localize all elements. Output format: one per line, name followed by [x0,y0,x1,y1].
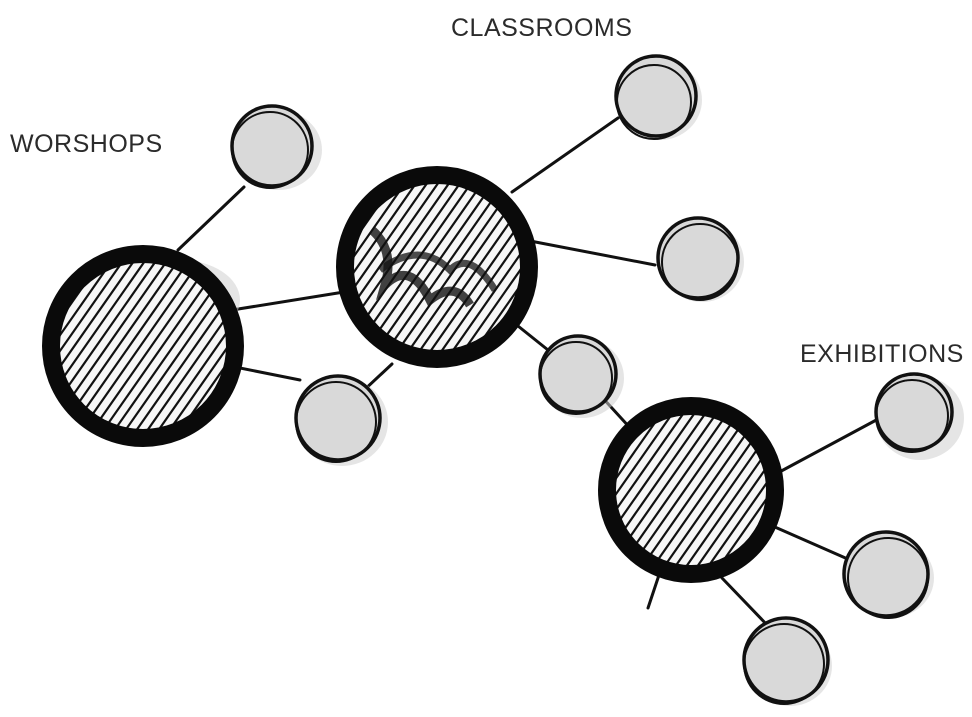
link-exhibitions-to-right-node [768,524,850,560]
link-exhibitions-to-top-node [772,418,880,476]
link-workshops-to-top-node [178,187,244,250]
hatch-line [450,406,568,574]
link-exhibitions-to-bottom-node [722,578,770,628]
hatch-line [494,406,612,574]
hatch-line [0,254,29,438]
satellite-nodes [232,56,964,706]
link-classrooms-to-top-node [512,118,618,192]
hatch-line [472,406,590,574]
link-classrooms-to-right-node [525,240,655,265]
connector-lines [178,118,880,628]
label-workshops: WORSHOPS [10,130,163,158]
link-workshops-to-classrooms [232,292,344,310]
node-exhibitions-bottom [744,618,832,706]
node-middle [540,336,624,418]
node-exhibitions-right [844,532,934,618]
label-classrooms: CLASSROOMS [451,14,632,42]
node-exhibitions-top [876,374,964,460]
hatch-line [461,406,579,574]
node-workshops-bottom [296,376,388,466]
hatch-line [0,254,40,438]
hatch-line [439,406,557,574]
hub-exhibitions [439,406,887,574]
stray-stroke [648,572,660,608]
node-classrooms-top [616,56,702,140]
label-exhibitions: EXHIBITIONS [800,340,964,368]
hatch-line [483,406,601,574]
hatch-line [524,175,653,359]
hatch-line [0,254,18,438]
hatch-line [0,254,7,438]
node-classrooms-right [658,218,744,302]
node-workshops-top [232,106,322,190]
